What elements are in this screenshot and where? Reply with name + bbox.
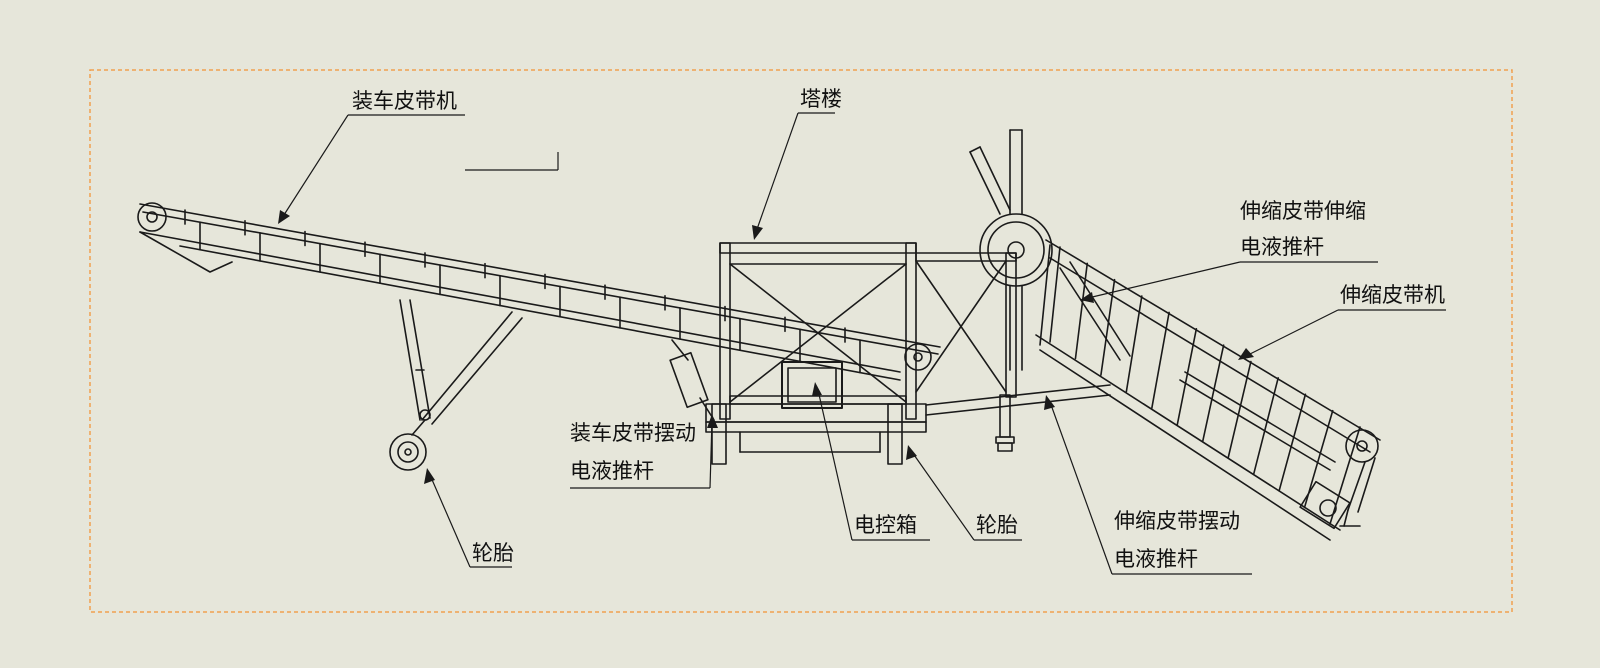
loading-belt-tail-pulley (904, 343, 932, 371)
leader-control-box (817, 389, 930, 541)
leader-tele-belt (1247, 309, 1446, 356)
label-tele-extend-rod-line1: 伸缩皮带伸缩 (1240, 199, 1366, 223)
label-wheel-left: 轮胎 (472, 541, 514, 565)
label-tele-belt: 伸缩皮带机 (1340, 283, 1445, 307)
leader-wheel-right (911, 451, 1022, 541)
control-box (781, 361, 843, 409)
telescopic-belt-rib (1252, 377, 1279, 476)
telescopic-belt-conveyor (969, 129, 1381, 541)
leader-loading-belt (281, 114, 465, 219)
label-tele-swing-rod-line1: 伸缩皮带摆动 (1114, 509, 1240, 533)
telescopic-belt-rib (1074, 262, 1089, 360)
leader-wheel-left (429, 474, 512, 568)
telescopic-belt-rib (1176, 328, 1198, 426)
telescopic-belt-rib (1100, 278, 1116, 376)
loading-belt-support (389, 299, 523, 471)
label-loading-swing-rod-line2: 电液推杆 (570, 459, 654, 483)
label-tele-swing-rod-line2: 电液推杆 (1114, 547, 1198, 571)
drawing-border (89, 69, 1513, 613)
telescopic-belt-rib (1201, 344, 1225, 443)
label-tele-extend-rod-line2: 电液推杆 (1240, 235, 1324, 259)
loading-belt-conveyor (137, 202, 941, 381)
telescopic-belt-rib (1227, 360, 1252, 459)
left-wheel (389, 433, 427, 471)
telescopic-belt-rib (1125, 295, 1143, 393)
label-tower: 塔楼 (800, 87, 842, 111)
telescopic-belt-tail-pulley (1345, 429, 1379, 463)
label-control-box: 电控箱 (854, 513, 917, 537)
leader-tele-swing-rod (1049, 401, 1252, 575)
leader-tower (755, 112, 835, 233)
telescopic-belt-rib (1049, 246, 1061, 343)
telescopic-belt-rib (1278, 393, 1307, 492)
label-loading-swing-rod-line1: 装车皮带摆动 (570, 421, 696, 445)
telescopic-belt-rib (1329, 426, 1361, 525)
loading-swing-cylinder (669, 339, 715, 421)
leader-misc (465, 152, 559, 171)
label-wheel-right: 轮胎 (976, 513, 1018, 537)
tower-frame (705, 242, 1111, 465)
label-loading-belt: 装车皮带机 (352, 89, 457, 113)
loading-belt-head-pulley (137, 202, 167, 232)
leader-loading-swing-rod (570, 419, 713, 489)
telescopic-belt-rib (1151, 311, 1170, 409)
leader-tele-extend-rod (1087, 261, 1378, 299)
